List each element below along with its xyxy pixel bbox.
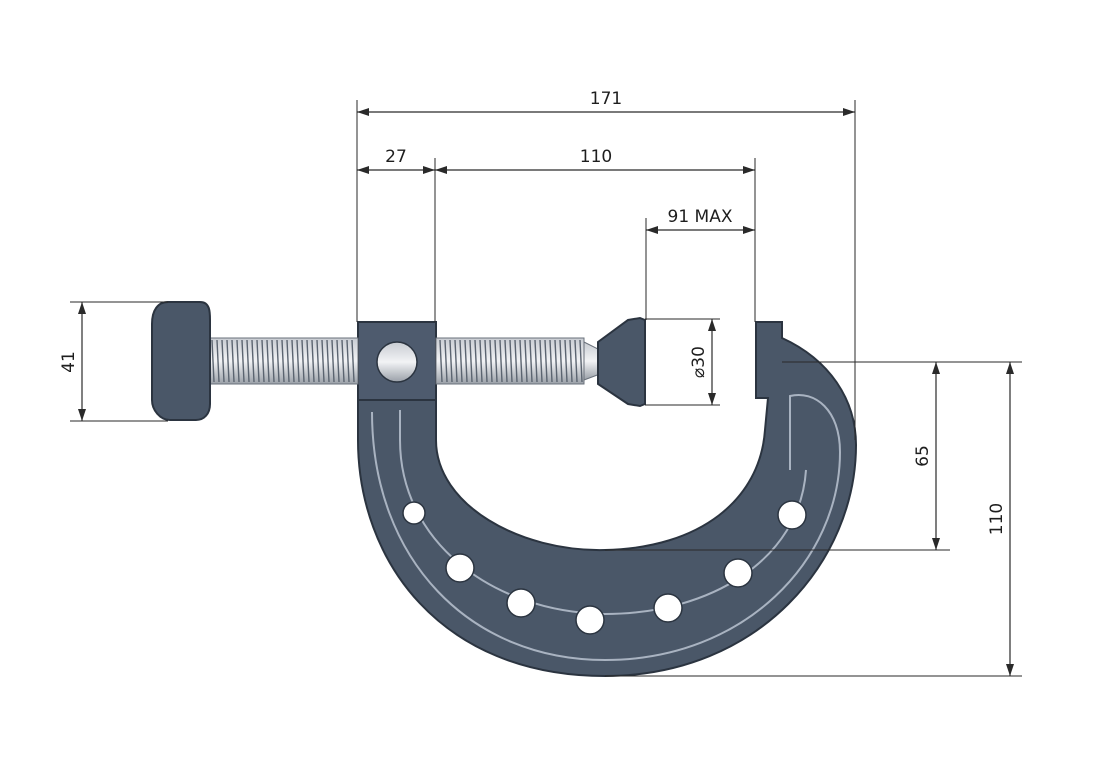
- thread-line: [336, 339, 340, 383]
- thread-line: [459, 339, 463, 383]
- thread-line: [509, 339, 513, 383]
- thread-line: [351, 339, 355, 383]
- thread-line: [266, 339, 270, 383]
- thread-line: [236, 339, 240, 383]
- label-overall-height: 110: [987, 503, 1007, 535]
- swivel-pad: [597, 316, 646, 408]
- thread-line: [444, 339, 448, 383]
- thread-line: [519, 339, 523, 383]
- dimension-frame-offset: 27: [357, 147, 435, 174]
- thread-line: [484, 339, 488, 383]
- thread-line: [281, 339, 285, 383]
- frame-hole: [402, 501, 426, 525]
- thread-line: [301, 339, 305, 383]
- label-opening: 91 MAX: [668, 207, 733, 227]
- thread-line: [479, 339, 483, 383]
- thread-line: [311, 339, 315, 383]
- thread-line: [251, 339, 255, 383]
- thread-line: [544, 339, 548, 383]
- screw-rod: [199, 337, 601, 385]
- frame-hole: [777, 500, 807, 530]
- dimension-pad-diameter: ⌀30: [689, 319, 716, 405]
- handle-knob: [151, 301, 211, 421]
- thread-line: [346, 339, 350, 383]
- thread-line: [514, 339, 518, 383]
- thread-line: [246, 339, 250, 383]
- frame-hole: [723, 558, 753, 588]
- label-handle-height: 41: [59, 351, 79, 373]
- label-throat-depth: 65: [913, 445, 933, 467]
- label-pad-diameter: ⌀30: [689, 346, 709, 378]
- thread-line: [549, 339, 553, 383]
- dimension-throat-depth: 65: [913, 362, 940, 550]
- dimension-opening: 91 MAX: [646, 207, 755, 234]
- dimension-screw-span: 110: [435, 147, 755, 174]
- screw-hole: [376, 341, 418, 383]
- thread-line: [256, 339, 260, 383]
- thread-line: [211, 339, 215, 383]
- frame-hole: [445, 553, 475, 583]
- thread-line: [341, 339, 345, 383]
- dimension-overall-height: 110: [987, 362, 1014, 676]
- label-screw-span: 110: [580, 147, 612, 167]
- thread-line: [554, 339, 558, 383]
- thread-line: [326, 339, 330, 383]
- clamp-frame: [357, 321, 858, 678]
- thread-line: [226, 339, 230, 383]
- thread-line: [291, 339, 295, 383]
- label-frame-offset: 27: [385, 147, 407, 167]
- thread-line: [241, 339, 245, 383]
- thread-line: [534, 339, 538, 383]
- thread-line: [469, 339, 473, 383]
- frame-body: [357, 321, 858, 678]
- thread-line: [316, 339, 320, 383]
- thread-line: [564, 339, 568, 383]
- label-overall-width: 171: [590, 89, 622, 109]
- thread-line: [286, 339, 290, 383]
- thread-line: [579, 339, 583, 383]
- thread-line: [494, 339, 498, 383]
- frame-hole: [506, 588, 536, 618]
- thread-line: [474, 339, 478, 383]
- rod-threads: [211, 339, 583, 383]
- thread-line: [321, 339, 325, 383]
- dimension-handle-height: 41: [59, 302, 86, 421]
- thread-line: [499, 339, 503, 383]
- thread-line: [276, 339, 280, 383]
- frame-hole: [653, 593, 683, 623]
- thread-line: [231, 339, 235, 383]
- thread-line: [449, 339, 453, 383]
- thread-line: [464, 339, 468, 383]
- thread-line: [454, 339, 458, 383]
- thread-line: [489, 339, 493, 383]
- thread-line: [221, 339, 225, 383]
- thread-line: [529, 339, 533, 383]
- thread-line: [296, 339, 300, 383]
- thread-line: [524, 339, 528, 383]
- thread-line: [559, 339, 563, 383]
- thread-line: [216, 339, 220, 383]
- thread-line: [574, 339, 578, 383]
- thread-line: [271, 339, 275, 383]
- thread-line: [439, 339, 443, 383]
- thread-line: [569, 339, 573, 383]
- thread-line: [261, 339, 265, 383]
- dimension-overall-width: 171: [357, 89, 855, 116]
- frame-hole: [575, 605, 605, 635]
- thread-line: [504, 339, 508, 383]
- thread-line: [306, 339, 310, 383]
- thread-line: [331, 339, 335, 383]
- thread-line: [539, 339, 543, 383]
- frame-inner-rim: [371, 393, 842, 662]
